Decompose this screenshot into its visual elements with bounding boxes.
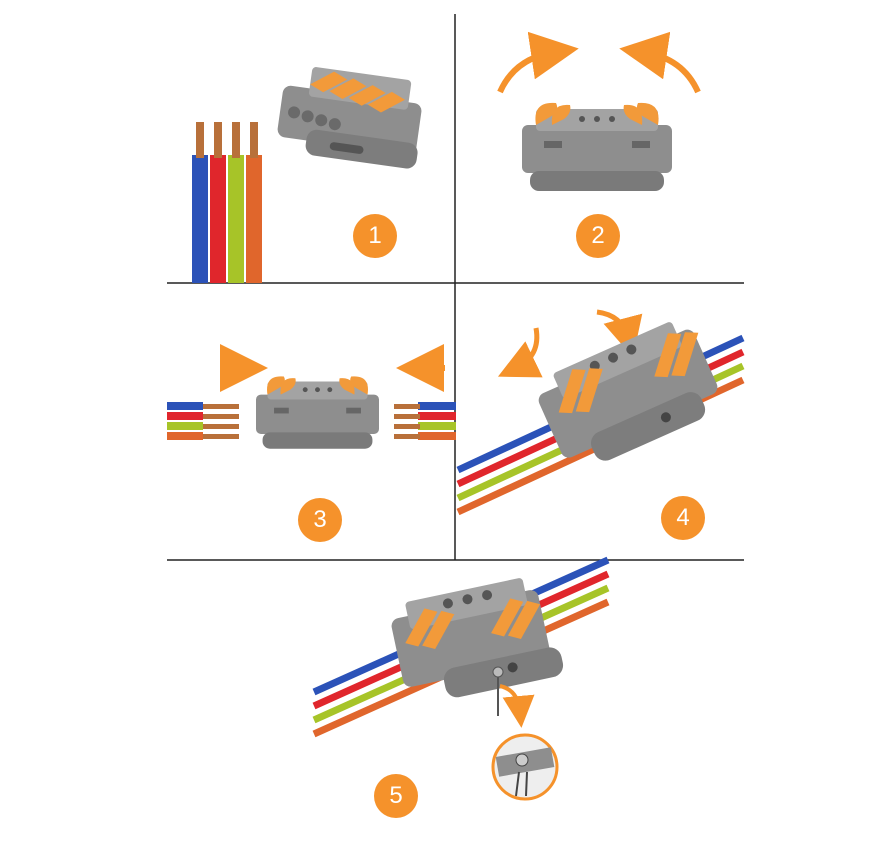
step-3-number: 3 — [313, 506, 327, 533]
step-1-number: 1 — [368, 222, 382, 249]
wire-bundle — [394, 402, 456, 440]
arrow-icon — [596, 309, 643, 358]
step-4-badge-bg — [661, 496, 705, 540]
step-4-number: 4 — [676, 504, 690, 531]
lever-connector — [391, 578, 564, 698]
step-2-badge-bg — [576, 214, 620, 258]
panel-3 — [167, 344, 456, 542]
step-1-badge-bg — [353, 214, 397, 258]
step-5-number: 5 — [389, 782, 403, 809]
step-3-badge-bg — [298, 498, 342, 542]
lever-connector — [538, 322, 718, 461]
arrow-icon — [499, 684, 535, 728]
panel-1 — [192, 67, 422, 283]
step-5-badge-bg — [374, 774, 418, 818]
panel-4 — [456, 309, 745, 540]
lever-connector — [277, 67, 422, 169]
arrow-icon — [497, 31, 579, 94]
grid-lines — [167, 14, 744, 561]
panel-5 — [312, 556, 610, 818]
wire-bundle — [192, 122, 262, 283]
arrow-icon — [497, 327, 543, 378]
wire-bundle — [167, 402, 239, 440]
lever-connector — [522, 102, 672, 191]
arrow-icon — [619, 31, 701, 94]
step-2-number: 2 — [591, 222, 605, 249]
mounting-screw-detail — [491, 733, 559, 801]
panel-2 — [497, 31, 701, 258]
lever-connector — [256, 376, 379, 449]
